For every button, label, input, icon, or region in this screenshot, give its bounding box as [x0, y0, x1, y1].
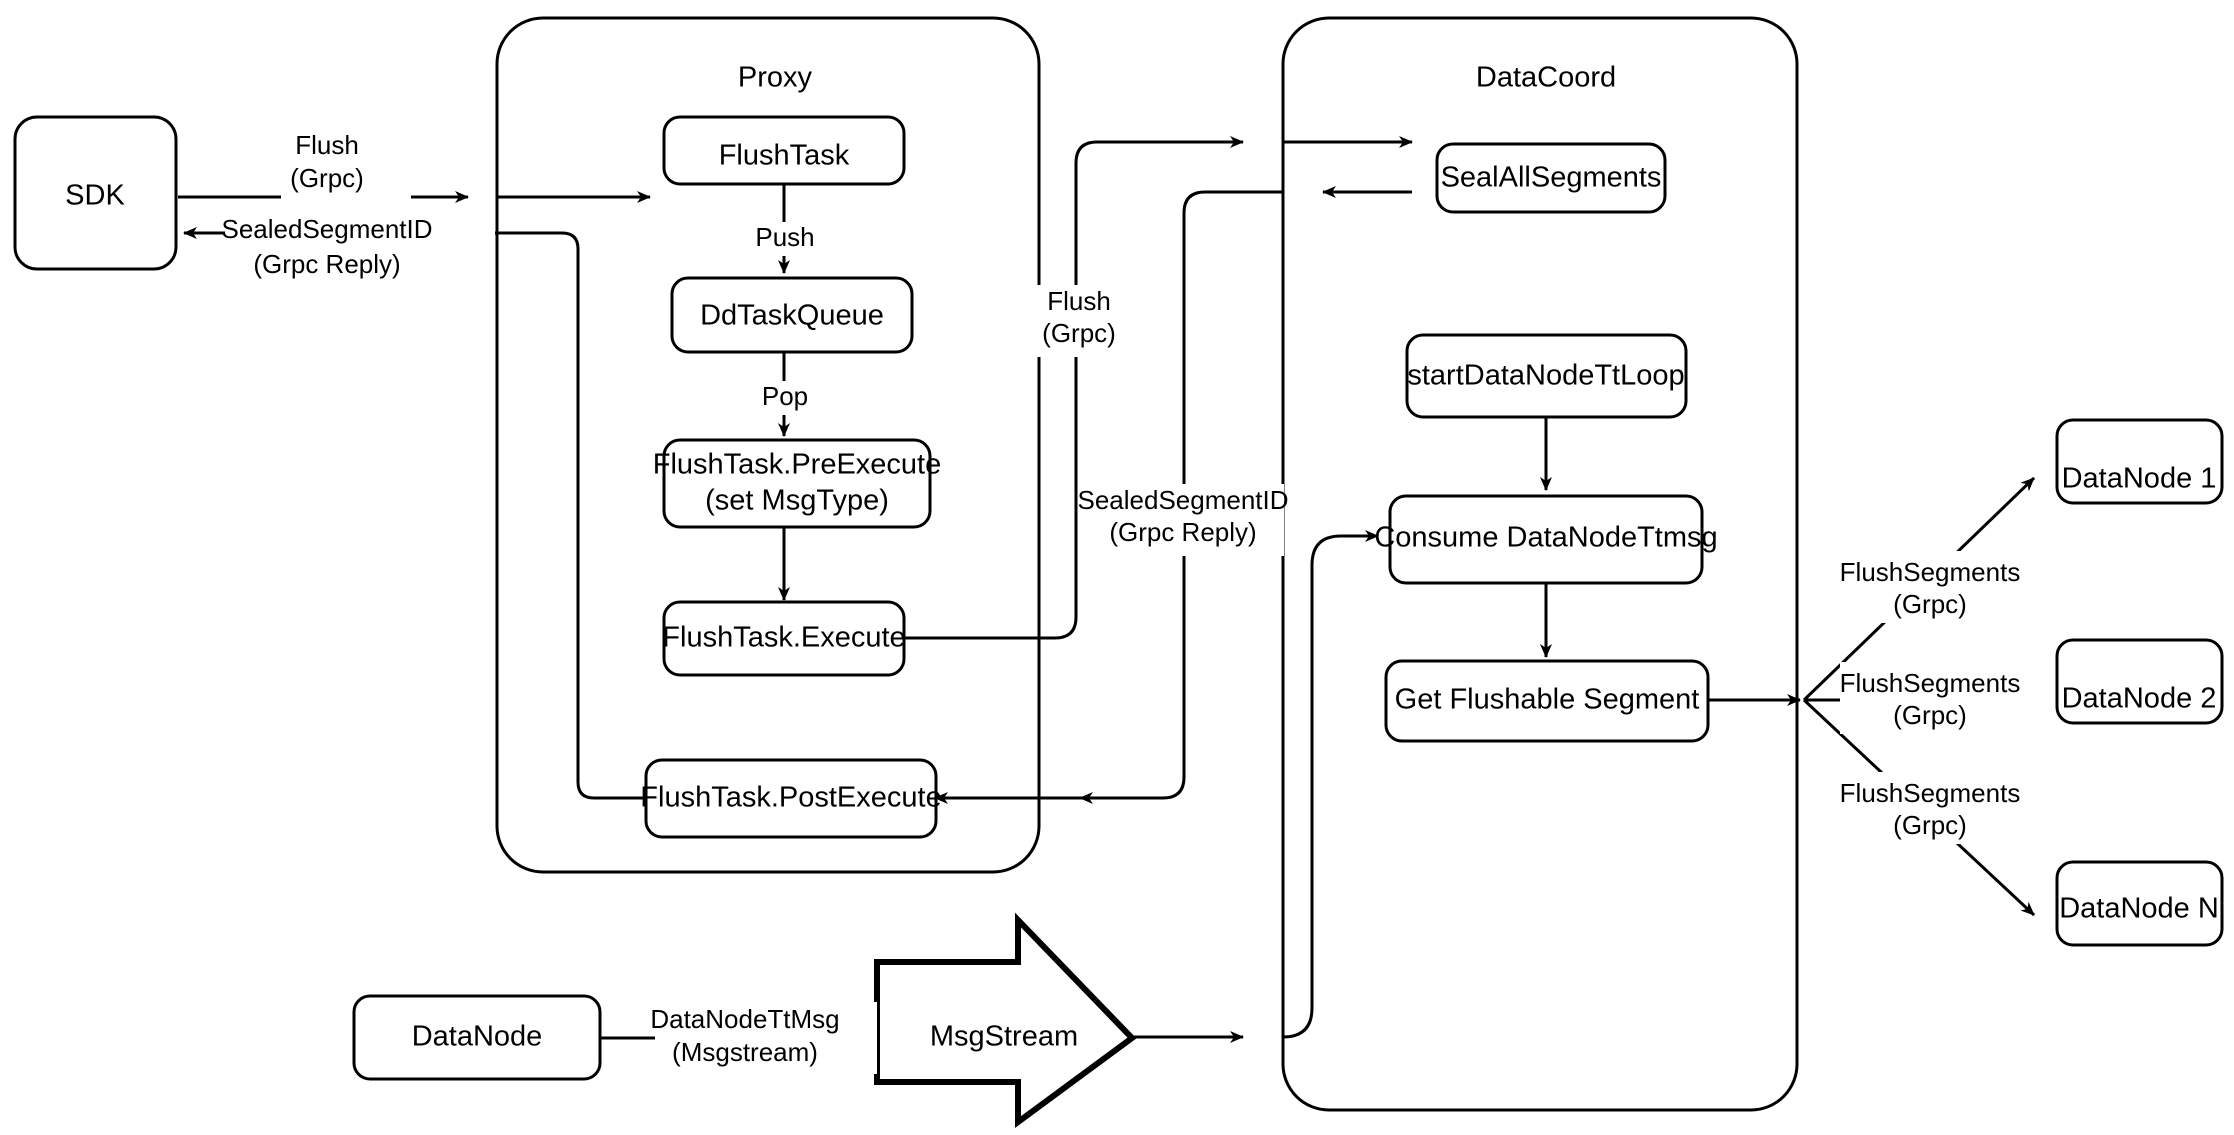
edge-datacoord-to-consume — [1282, 530, 1379, 1039]
edge-label-dc-reply-line1: SealedSegmentID — [1077, 485, 1288, 515]
node-ddtaskqueue[interactable] — [670, 276, 914, 354]
edge-label-dc-reply-line2: (Grpc Reply) — [1109, 517, 1256, 547]
node-flushtask-label: FlushTask — [719, 140, 850, 172]
edge-label-sdk-flush-line2: (Grpc) — [290, 163, 364, 193]
edge-label-flushsegments-n-line2: (Grpc) — [1893, 810, 1967, 840]
edge-label-sdk-reply-line1: SealedSegmentID — [221, 214, 432, 244]
node-sdk-label: SDK — [65, 180, 125, 212]
edge-label-datanodettmsg-line2: (Msgstream) — [672, 1037, 818, 1067]
node-datanode-source[interactable] — [352, 994, 602, 1081]
group-datacoord-title: DataCoord — [1476, 62, 1616, 94]
edge-label-pop: Pop — [762, 381, 808, 411]
node-datanode-source-label: DataNode — [412, 1021, 543, 1053]
node-preexecute-label-line1: FlushTask.PreExecute — [653, 449, 942, 481]
edge-label-sdk-reply-line2: (Grpc Reply) — [253, 249, 400, 279]
node-flushtask[interactable] — [662, 115, 906, 186]
node-datanode-2-label: DataNode 2 — [2062, 683, 2217, 715]
node-get-flushable-segment[interactable] — [1384, 659, 1710, 743]
edge-label-sdk-flush-line1: Flush — [295, 130, 359, 160]
node-execute-label: FlushTask.Execute — [662, 622, 905, 654]
edge-label-flushsegments-2-line1: FlushSegments — [1840, 668, 2021, 698]
node-get-flushable-segment-label: Get Flushable Segment — [1395, 684, 1700, 716]
node-startdatanodettloop[interactable] — [1405, 333, 1688, 419]
node-msgstream-arrow[interactable] — [874, 912, 1137, 1128]
edge-label-datanodettmsg-line1: DataNodeTtMsg — [650, 1004, 839, 1034]
group-proxy — [495, 16, 1041, 874]
node-startdatanodettloop-label: startDataNodeTtLoop — [1407, 360, 1684, 392]
edge-label-flushsegments-2-line2: (Grpc) — [1893, 700, 1967, 730]
node-datanode-n-label: DataNode N — [2059, 893, 2219, 925]
node-sealallsegments-label: SealAllSegments — [1441, 162, 1662, 194]
node-datanode-1-label: DataNode 1 — [2062, 463, 2217, 495]
node-ddtaskqueue-label: DdTaskQueue — [700, 300, 884, 332]
node-msgstream-label: MsgStream — [930, 1021, 1078, 1053]
edge-label-flushsegments-n-line1: FlushSegments — [1840, 778, 2021, 808]
node-consume-datanodettmsg[interactable] — [1388, 494, 1704, 585]
edge-label-flushsegments-1-line1: FlushSegments — [1840, 557, 2021, 587]
node-sealallsegments[interactable] — [1435, 142, 1667, 214]
node-datanode-1[interactable] — [2055, 418, 2224, 505]
node-flushtask-preexecute[interactable] — [662, 438, 932, 529]
edge-label-flushsegments-1-line2: (Grpc) — [1893, 589, 1967, 619]
group-datacoord — [1281, 16, 1799, 1112]
node-flushtask-execute[interactable] — [662, 600, 906, 677]
node-datanode-2[interactable] — [2055, 638, 2224, 725]
node-datanode-n[interactable] — [2055, 860, 2224, 947]
edge-execute-to-datacoord-flush — [905, 136, 1244, 640]
edge-label-dc-flush-line1: Flush — [1047, 286, 1111, 316]
edge-label-dc-flush-line2: (Grpc) — [1042, 318, 1116, 348]
node-consume-datanodettmsg-label: Consume DataNodeTtmsg — [1374, 522, 1717, 554]
edge-postexecute-to-sdkreply — [465, 227, 647, 800]
node-sdk[interactable] — [13, 115, 178, 271]
edge-label-push: Push — [755, 222, 814, 252]
group-proxy-title: Proxy — [738, 62, 813, 94]
node-postexecute-label: FlushTask.PostExecute — [640, 782, 941, 814]
node-flushtask-postexecute[interactable] — [644, 758, 938, 839]
node-preexecute-label-line2: (set MsgType) — [705, 485, 889, 517]
